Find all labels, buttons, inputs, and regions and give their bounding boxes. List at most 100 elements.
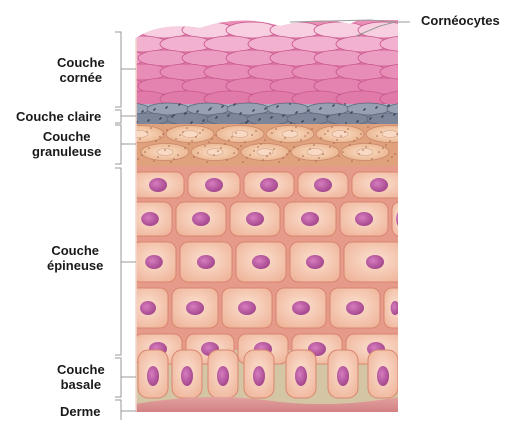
- lucidum-granule: [394, 113, 396, 115]
- lucidum-granule: [197, 110, 199, 112]
- keratohyalin-granule: [150, 127, 152, 129]
- keratohyalin-granule: [378, 151, 380, 153]
- keratohyalin-granule: [391, 156, 393, 158]
- keratohyalin-granule: [331, 126, 333, 128]
- keratohyalin-granule: [360, 133, 362, 135]
- lucidum-granule: [320, 107, 322, 109]
- label-couche-claire: Couche claire: [16, 109, 101, 124]
- lucidum-granule: [308, 109, 310, 111]
- lucidum-granule: [277, 105, 279, 107]
- keratohyalin-granule: [376, 135, 378, 137]
- lucidum-granule: [185, 112, 187, 114]
- keratohyalin-granule: [148, 147, 150, 149]
- keratohyalin-granule: [199, 132, 201, 134]
- keratohyalin-granule: [385, 144, 387, 146]
- keratohyalin-granule: [155, 140, 157, 142]
- lucidum-granule: [148, 119, 150, 121]
- keratohyalin-granule: [253, 150, 255, 152]
- corneocyte: [380, 36, 432, 52]
- corneocyte: [380, 64, 432, 80]
- keratohyalin-granule: [380, 131, 382, 133]
- keratohyalin-granule: [168, 145, 170, 147]
- keratohyalin-granule: [367, 126, 369, 128]
- label-claire-line1: Couche claire: [16, 109, 101, 124]
- keratohyalin-granule: [206, 161, 208, 163]
- lucidum-granule: [154, 108, 156, 110]
- basal-nucleus: [337, 366, 349, 386]
- granular-nucleus: [282, 131, 298, 138]
- keratohyalin-granule: [179, 134, 181, 136]
- lucidum-granule: [333, 104, 335, 106]
- keratohyalin-granule: [208, 141, 210, 143]
- keratohyalin-granule: [356, 137, 358, 139]
- keratohyalin-granule: [240, 145, 242, 147]
- keratohyalin-granule: [329, 146, 331, 148]
- granular-nucleus: [232, 131, 248, 138]
- spinous-nucleus: [391, 301, 400, 315]
- label-derme: Derme: [60, 404, 100, 419]
- spinous-nucleus: [314, 178, 332, 192]
- keratohyalin-granule: [291, 130, 293, 132]
- lucidum-granule: [247, 120, 249, 122]
- keratohyalin-granule: [382, 147, 384, 149]
- lucidum-granule: [253, 109, 255, 111]
- lucidum-granule: [259, 118, 261, 120]
- granular-nucleus: [207, 149, 223, 156]
- lucidum-granule: [283, 114, 285, 116]
- keratohyalin-granule: [228, 139, 230, 141]
- spinous-nucleus: [238, 301, 256, 315]
- lucidum-granule: [210, 107, 212, 109]
- lucidum-granule: [271, 116, 273, 118]
- corneocyte: [358, 22, 410, 38]
- spinous-nucleus: [292, 301, 310, 315]
- lucidum-granule: [382, 115, 384, 117]
- lucidum-granule: [345, 122, 347, 124]
- keratohyalin-granule: [358, 153, 360, 155]
- keratohyalin-granule: [309, 148, 311, 150]
- label-couche-cornee: Couche cornée: [57, 55, 105, 85]
- spinous-nucleus: [192, 212, 210, 226]
- keratohyalin-granule: [275, 128, 277, 130]
- keratohyalin-granule: [315, 160, 317, 162]
- keratohyalin-granule: [333, 142, 335, 144]
- spinous-cell: [392, 202, 406, 236]
- stratum-corneum: [94, 20, 432, 115]
- keratohyalin-granule: [349, 144, 351, 146]
- label-couche-epineuse: Couche épineuse: [47, 243, 103, 273]
- keratohyalin-granule: [284, 137, 286, 139]
- lucidum-granule: [376, 106, 378, 108]
- tissue-block: [94, 20, 432, 423]
- bracket-cornee: [115, 32, 121, 107]
- keratohyalin-granule: [226, 159, 228, 161]
- keratohyalin-granule: [264, 139, 266, 141]
- keratohyalin-granule: [162, 133, 164, 135]
- basal-nucleus: [377, 366, 389, 386]
- spinous-nucleus: [366, 255, 384, 269]
- keratohyalin-granule: [211, 138, 213, 140]
- label-basale-line2: basale: [57, 377, 105, 392]
- lucidum-granule: [388, 104, 390, 106]
- keratohyalin-granule: [224, 143, 226, 145]
- label-epineuse-line2: épineuse: [47, 258, 103, 273]
- keratohyalin-granule: [141, 154, 143, 156]
- spinous-nucleus: [252, 255, 270, 269]
- lucidum-granule: [344, 103, 346, 105]
- granular-nucleus: [257, 149, 273, 156]
- keratohyalin-granule: [255, 130, 257, 132]
- keratohyalin-granule: [344, 131, 346, 133]
- lucidum-granule: [173, 114, 175, 116]
- bracket-epineuse: [115, 168, 121, 355]
- lucidum-granule: [339, 113, 341, 115]
- keratohyalin-granule: [269, 152, 271, 154]
- keratohyalin-granule: [322, 153, 324, 155]
- granular-nucleus: [382, 131, 398, 138]
- keratohyalin-granule: [282, 157, 284, 159]
- keratohyalin-granule: [202, 129, 204, 131]
- basal-nucleus: [253, 366, 265, 386]
- keratohyalin-granule: [293, 146, 295, 148]
- basal-nucleus: [295, 366, 307, 386]
- keratohyalin-granule: [295, 126, 297, 128]
- keratohyalin-granule: [266, 155, 268, 157]
- keratohyalin-granule: [195, 136, 197, 138]
